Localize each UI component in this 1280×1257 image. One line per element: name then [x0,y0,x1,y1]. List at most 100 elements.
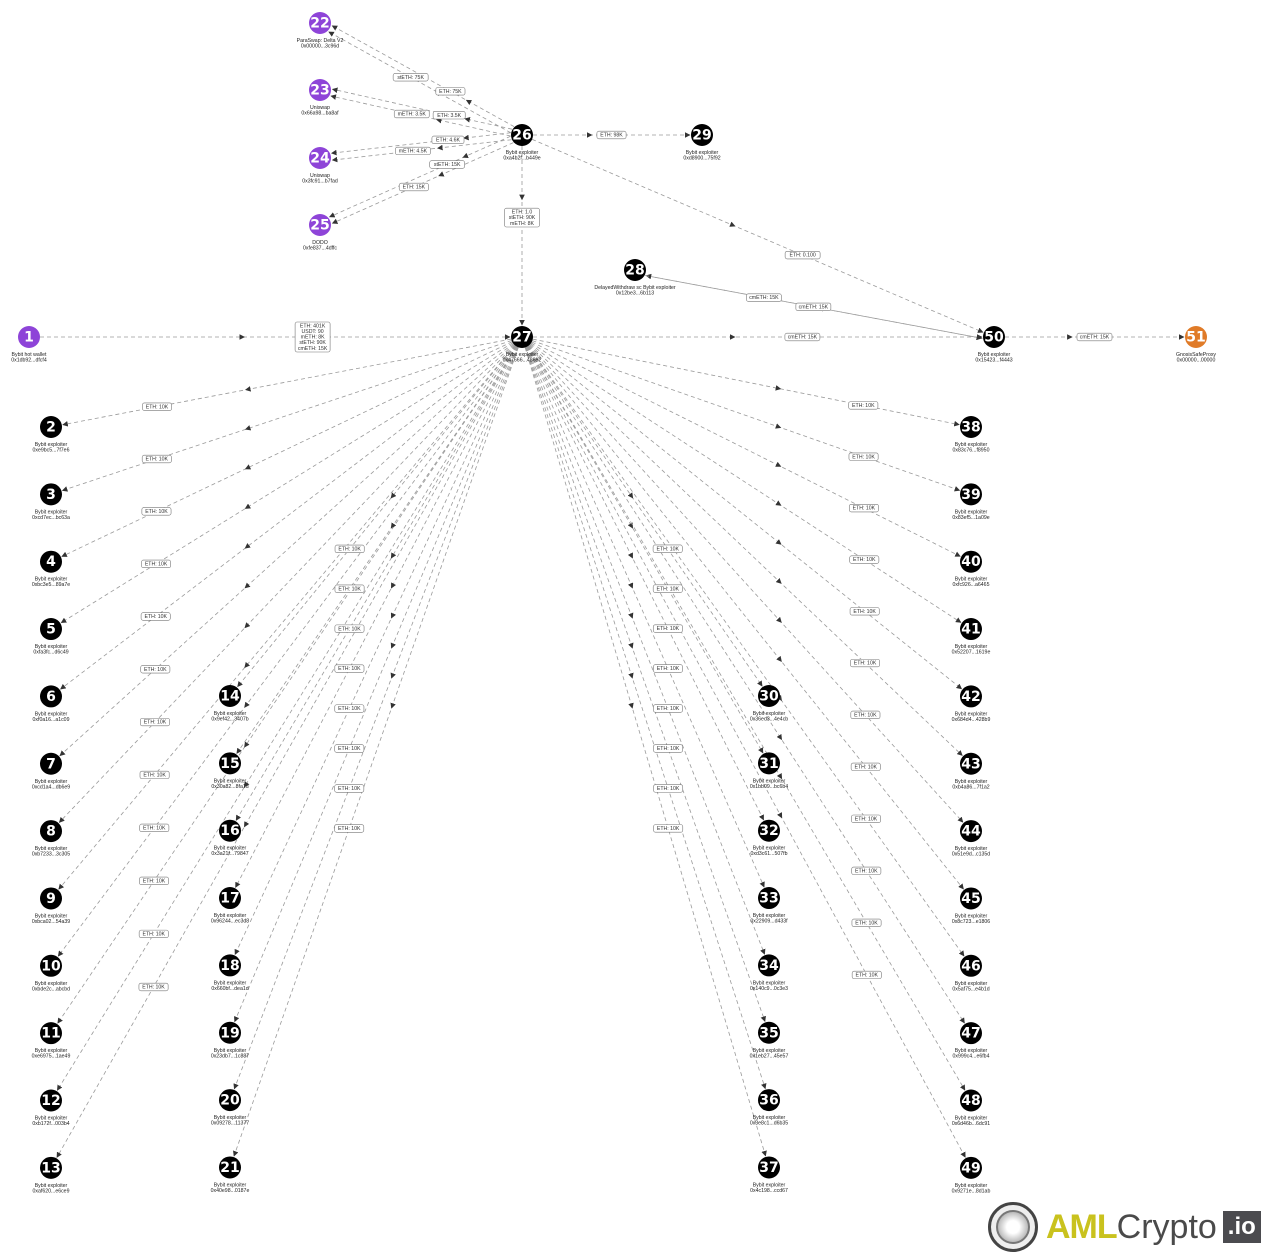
node-circle[interactable] [624,259,646,281]
edge-27-to-37[interactable] [524,347,767,1157]
edge-27-to-13[interactable] [56,346,517,1158]
edge-27-to-16[interactable] [235,346,517,821]
edge-27-to-34[interactable] [525,347,766,955]
edge-27-to-36[interactable] [525,347,767,1090]
edge-27-to-30[interactable] [527,345,763,687]
node-circle[interactable] [758,1089,780,1112]
edge-27-to-11[interactable] [57,345,517,1024]
node-circle[interactable] [40,550,62,573]
node-circle[interactable] [40,752,62,775]
node-circle[interactable] [219,887,241,910]
node-circle[interactable] [960,550,982,573]
node-circle[interactable] [960,483,982,506]
edge-27-to-9[interactable] [58,345,516,890]
edge-27-to-44[interactable] [529,344,964,823]
edge-27-to-17[interactable] [235,346,518,888]
edge-27-to-4[interactable] [61,341,513,557]
edge-27-to-39[interactable] [532,340,961,492]
edge-27-to-18[interactable] [234,346,518,956]
edge-27-to-5[interactable] [60,342,513,624]
node-circle[interactable] [691,124,713,146]
edge-27-to-6[interactable] [60,343,514,690]
node-circle[interactable] [219,954,241,977]
edge-27-to-15[interactable] [236,345,517,754]
node-circle[interactable] [309,147,331,169]
edge-26-to-24[interactable] [331,139,512,163]
edge-26-to-24[interactable] [330,132,511,156]
edge-27-to-46[interactable] [528,345,965,957]
node-circle[interactable] [960,618,982,641]
node-circle[interactable] [960,1089,982,1112]
edge-26-to-50[interactable] [531,138,984,333]
edge-27-to-31[interactable] [527,346,764,754]
node-circle[interactable] [511,326,533,348]
node-circle[interactable] [758,1156,780,1179]
edge-27-to-12[interactable] [56,346,517,1091]
edge-26-to-25[interactable] [329,135,511,218]
node-circle[interactable] [40,685,62,708]
edge-26-to-22[interactable] [331,25,515,127]
node-circle[interactable] [40,618,62,641]
node-circle[interactable] [960,820,982,843]
node-circle[interactable] [758,752,780,775]
edge-27-to-40[interactable] [531,341,961,557]
edge-27-to-41[interactable] [531,342,962,623]
node-circle[interactable] [219,752,241,775]
edge-27-to-33[interactable] [526,346,765,888]
node-circle[interactable] [960,752,982,775]
edge-27-to-42[interactable] [530,343,963,690]
edge-27-to-35[interactable] [525,347,766,1022]
node-circle[interactable] [511,124,533,146]
node-circle[interactable] [219,819,241,842]
node-circle[interactable] [758,887,780,910]
node-circle[interactable] [18,326,40,348]
edge-27-to-20[interactable] [233,347,519,1090]
edge-27-to-32[interactable] [526,346,764,821]
edge-27-to-10[interactable] [57,345,516,957]
edge-27-to-14[interactable] [237,345,516,688]
edge-27-to-2[interactable] [62,338,512,427]
edge-27-to-38[interactable] [532,338,960,427]
node-circle[interactable] [40,416,62,438]
node-circle[interactable] [758,1021,780,1044]
edge-27-to-21[interactable] [233,347,519,1157]
node-circle[interactable] [960,1022,982,1045]
node-circle[interactable] [960,954,982,977]
